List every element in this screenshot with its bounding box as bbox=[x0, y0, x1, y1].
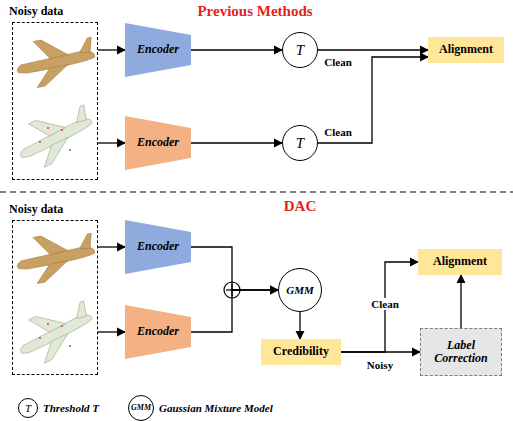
noise-dots bbox=[39, 127, 71, 347]
node-label: T bbox=[25, 402, 31, 414]
node-heading: Noisy data bbox=[9, 5, 63, 18]
section-title: Previous Methods bbox=[197, 3, 312, 20]
edge-label: Noisy bbox=[365, 359, 395, 371]
flow-arrow bbox=[299, 312, 300, 339]
flow-arrow bbox=[460, 275, 461, 328]
flow-arrow bbox=[341, 262, 418, 352]
flow-arrow bbox=[191, 247, 278, 290]
encoder-block: Encoder bbox=[125, 305, 191, 359]
flow-arrow bbox=[341, 351, 420, 352]
node-label: T bbox=[296, 135, 304, 152]
separator-line bbox=[0, 191, 513, 192]
threshold-circle: T bbox=[282, 32, 318, 68]
data-group: Noisy data bbox=[12, 220, 98, 375]
node-label: Alignment bbox=[433, 255, 487, 268]
legend-threshold: TThreshold T bbox=[18, 398, 38, 418]
point-cloud-plane bbox=[10, 295, 101, 370]
encoder-block: Encoder bbox=[125, 23, 191, 77]
flow-arrow bbox=[191, 290, 278, 332]
legend-gmm: GMMGaussian Mixture Model bbox=[128, 395, 154, 421]
flow-arrow bbox=[98, 331, 125, 332]
node-label: GMM bbox=[131, 404, 151, 413]
gmm-circle: GMM bbox=[278, 268, 322, 312]
encoder-block: Encoder bbox=[125, 116, 191, 170]
flow-arrow bbox=[318, 57, 428, 143]
node-label: Alignment bbox=[439, 43, 493, 56]
flow-arrow bbox=[191, 49, 282, 50]
node-label: Encoder bbox=[137, 240, 179, 253]
edge-label: Clean bbox=[322, 126, 354, 138]
node-heading: Gaussian Mixture Model bbox=[159, 402, 273, 414]
node-heading: Threshold T bbox=[43, 402, 99, 414]
point-cloud-plane bbox=[13, 31, 99, 90]
section-title: DAC bbox=[284, 198, 317, 215]
credibility-box: Credibility bbox=[261, 339, 341, 365]
node-label: Encoder bbox=[137, 136, 179, 149]
node-heading: Noisy data bbox=[9, 203, 63, 216]
point-cloud-plane bbox=[10, 99, 101, 174]
edge-label: Clean bbox=[369, 298, 401, 310]
threshold-circle: T bbox=[282, 125, 318, 161]
data-group: Noisy data bbox=[12, 22, 98, 180]
node-label: Credibility bbox=[273, 345, 329, 358]
edge-label: Clean bbox=[322, 56, 354, 68]
flow-arrow bbox=[191, 142, 282, 143]
label-correction-box: Label Correction bbox=[420, 328, 502, 376]
flow-arrow bbox=[98, 246, 125, 247]
node-label: Encoder bbox=[137, 43, 179, 56]
node-label: Encoder bbox=[137, 325, 179, 338]
flow-arrow bbox=[98, 49, 125, 50]
node-label: T bbox=[296, 42, 304, 59]
alignment-box: Alignment bbox=[418, 249, 502, 275]
alignment-box: Alignment bbox=[428, 37, 504, 63]
flow-arrow bbox=[98, 142, 125, 143]
node-label: Label Correction bbox=[431, 339, 491, 365]
encoder-block: Encoder bbox=[125, 220, 191, 274]
flow-arrow bbox=[318, 49, 428, 50]
point-cloud-plane bbox=[13, 227, 99, 286]
node-label: GMM bbox=[286, 284, 314, 296]
